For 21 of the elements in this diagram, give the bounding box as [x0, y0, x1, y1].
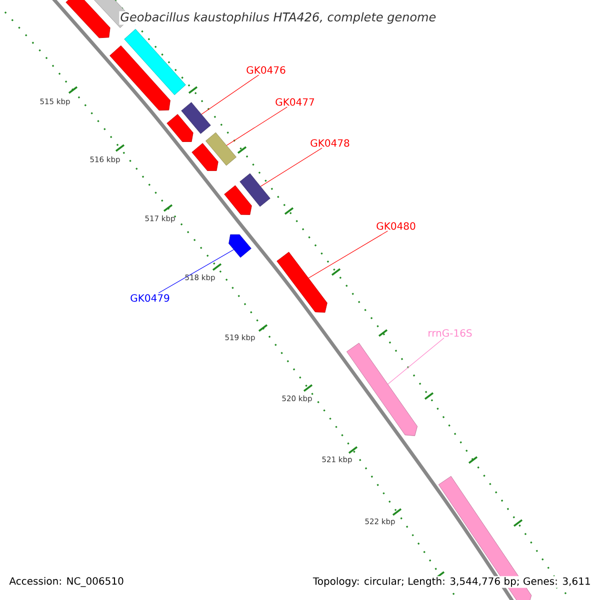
leader-line: [158, 249, 234, 294]
gene-bar: [276, 252, 328, 313]
gene-label: GK0479: [130, 294, 170, 302]
accession-text: Accession: NC_006510: [8, 576, 125, 588]
genome-info-text: Topology: circular; Length: 3,544,776 bp; Genes: 3,611: [312, 576, 592, 588]
gene-bar: [240, 173, 270, 207]
gene-bar: [228, 234, 252, 258]
gene-label: GK0476: [246, 66, 286, 74]
gene-label: GK0477: [276, 98, 314, 106]
gene-label: rrnG-16S: [428, 329, 472, 337]
gene-label: GK0480: [376, 222, 416, 230]
gene-bar: [181, 102, 211, 134]
leader-line: [201, 74, 260, 114]
gene-bar: [346, 342, 418, 436]
leader-line: [226, 106, 288, 146]
gene-label: GK0478: [310, 139, 350, 147]
leader-line: [260, 148, 322, 187]
leader-line: [308, 230, 388, 278]
title: Geobacillus kaustophilus HTA426, complete genome: [119, 11, 438, 25]
leader-line: [388, 338, 444, 384]
gene-bar: [206, 132, 236, 166]
